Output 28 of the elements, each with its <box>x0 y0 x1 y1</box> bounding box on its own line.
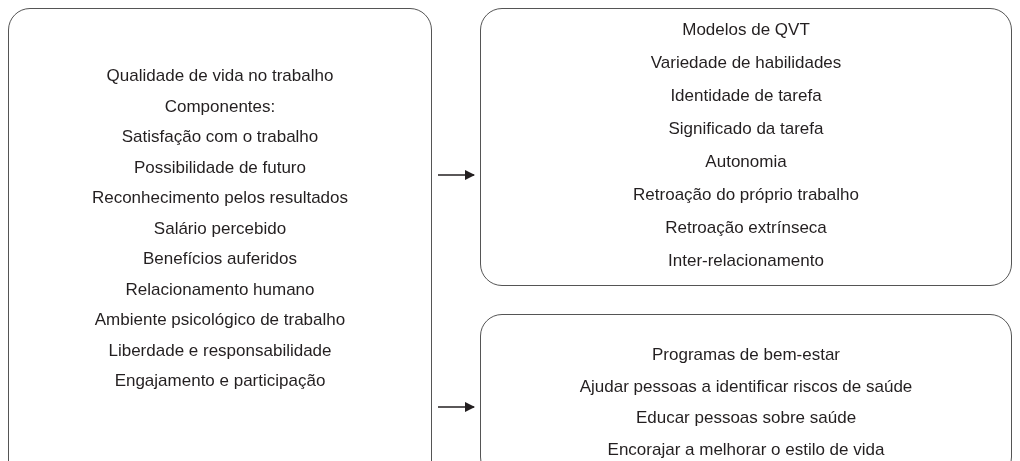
list-item-text: Modelos de QVT <box>682 19 810 41</box>
list-item-text: Qualidade de vida no trabalho <box>106 65 334 87</box>
list-item-text: Reconhecimento pelos resultados <box>91 187 349 209</box>
list-item-text: Retroação do próprio trabalho <box>633 184 859 206</box>
list-item-text: Ajudar pessoas a identificar riscos de saúde <box>579 375 913 398</box>
list-item-text: Encorajar a melhorar o estilo de vida <box>607 438 885 461</box>
text-box <box>480 314 1012 461</box>
list-item-text: Relacionamento humano <box>125 278 315 301</box>
text-box <box>480 8 1012 286</box>
list-item-text: Salário percebido <box>153 217 287 240</box>
list-item-text: Autonomia <box>705 151 787 173</box>
list-item-text: Significado da tarefa <box>668 118 824 140</box>
list-item-text: Educar pessoas sobre saúde <box>635 407 857 429</box>
list-item-text: Benefícios auferidos <box>142 248 297 270</box>
list-item-text: Programas de bem-estar <box>652 344 840 366</box>
arrow <box>437 401 476 413</box>
text-box <box>8 8 432 461</box>
list-item-text: Engajamento e participação <box>114 370 326 392</box>
list-item-text: Ambiente psicológico de trabalho <box>94 309 346 331</box>
list-item-text: Liberdade e responsabilidade <box>108 339 332 362</box>
arrow <box>437 169 476 181</box>
list-item-text: Componentes: <box>164 95 276 118</box>
list-item-text: Inter-relacionamento <box>668 250 824 272</box>
list-item-text: Retroação extrínseca <box>665 217 827 239</box>
list-item-text: Variedade de habilidades <box>650 52 842 74</box>
list-item-text: Possibilidade de futuro <box>134 156 306 179</box>
list-item-text: Satisfação com o trabalho <box>121 126 319 148</box>
list-item-text: Identidade de tarefa <box>670 85 822 107</box>
